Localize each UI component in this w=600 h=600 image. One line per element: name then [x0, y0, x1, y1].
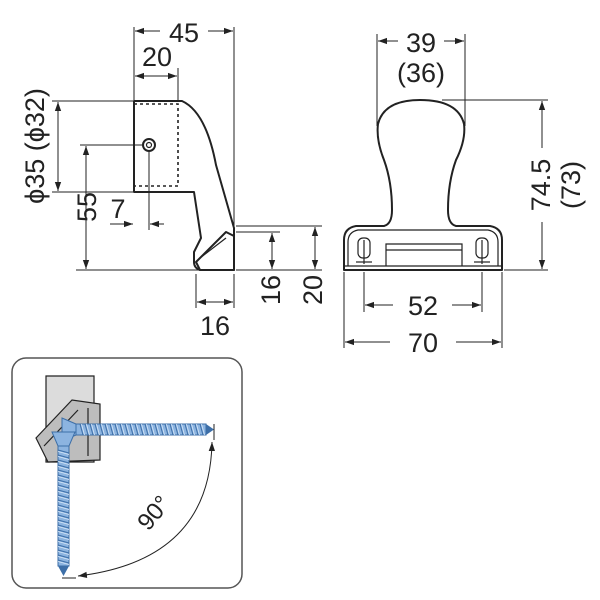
vertical-screw	[51, 431, 76, 576]
dim-front-head-width-alt: (36)	[397, 58, 445, 88]
dim-side-hole-offset: 7	[110, 194, 125, 224]
dim-front-hole-spacing: 52	[408, 291, 438, 321]
dim-side-pad-width: 16	[200, 311, 230, 341]
dim-side-hole-height: 55	[72, 192, 102, 222]
dim-side-pad-height-1: 16	[256, 275, 286, 305]
right-mount-hole	[474, 237, 490, 264]
front-view-body	[343, 99, 503, 271]
dim-front-height-alt: (73)	[556, 161, 586, 209]
side-view: 45 20 ϕ35 (ϕ32) 55 7 16 16 20	[20, 18, 328, 341]
left-mount-hole	[356, 237, 372, 264]
screw-angle-inset: 90°	[11, 357, 243, 589]
dim-front-height: 74.5	[526, 159, 556, 212]
side-view-hidden-base	[134, 103, 179, 187]
screw-hole	[142, 138, 156, 152]
dim-side-pad-height-2: 20	[298, 275, 328, 305]
angle-arc	[77, 441, 215, 579]
dim-front-base-width: 70	[408, 328, 438, 358]
dim-side-width-base: 20	[142, 42, 172, 72]
front-view: 39 (36) 74.5 (73) 52 70	[343, 28, 586, 358]
dim-side-width-total: 45	[169, 18, 199, 48]
front-view-recess	[385, 243, 463, 266]
side-view-pad	[195, 231, 235, 271]
dim-front-head-width: 39	[406, 28, 436, 58]
dim-side-diameter: ϕ35 (ϕ32)	[20, 88, 50, 204]
